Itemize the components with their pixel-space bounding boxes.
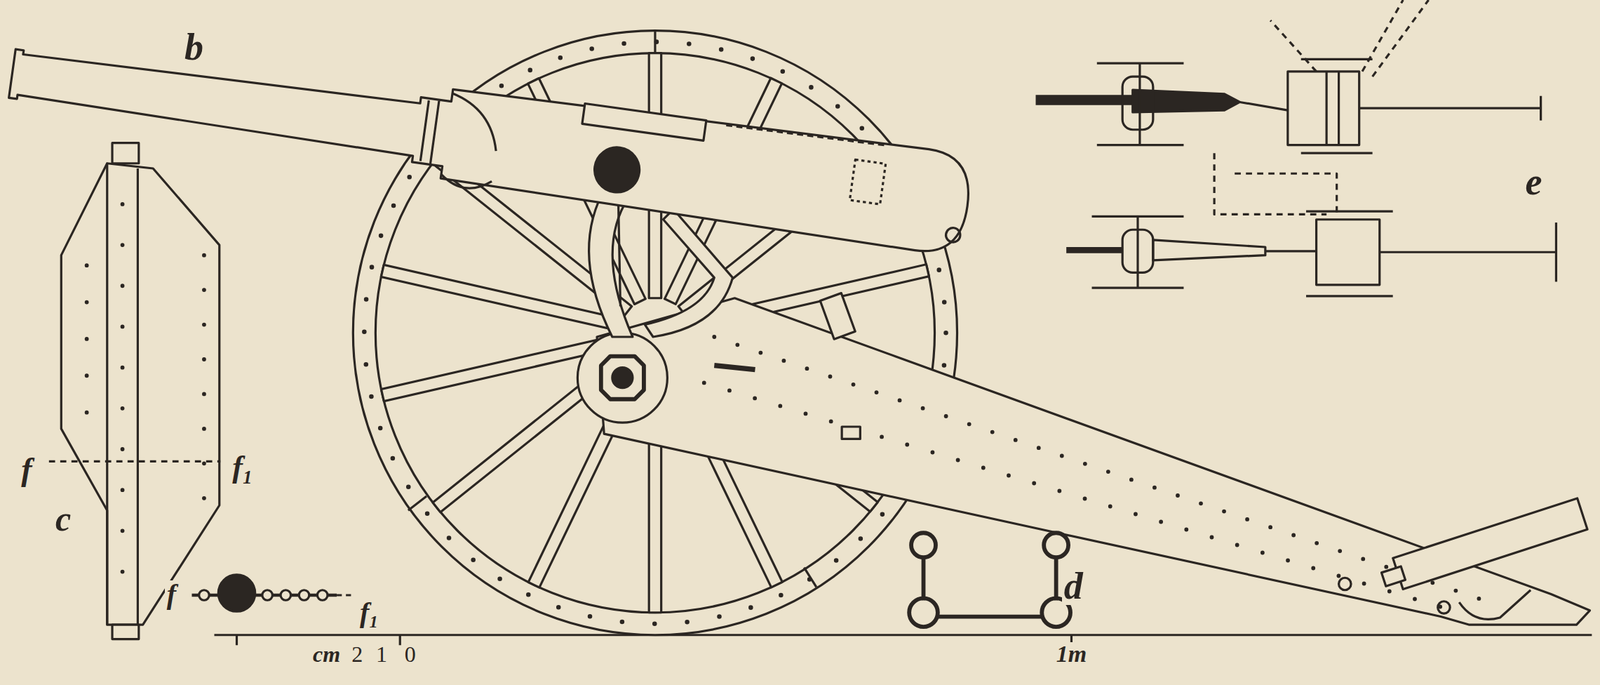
view-letter: c <box>53 500 73 536</box>
section-mark: f₁ <box>230 451 256 483</box>
scale-unit: 1m <box>1054 641 1089 666</box>
section-mark: f <box>18 453 34 486</box>
scale-number: 0 <box>402 642 419 665</box>
scale-number: 2 <box>349 642 365 665</box>
section-mark: f₁ <box>357 598 381 627</box>
scale-unit: cm <box>310 642 343 665</box>
view-letter: d <box>1061 566 1086 605</box>
view-letter: b <box>182 28 206 66</box>
scale-number: 1 <box>373 642 390 665</box>
section-mark: f <box>164 580 179 609</box>
view-letter: e <box>1522 162 1544 201</box>
